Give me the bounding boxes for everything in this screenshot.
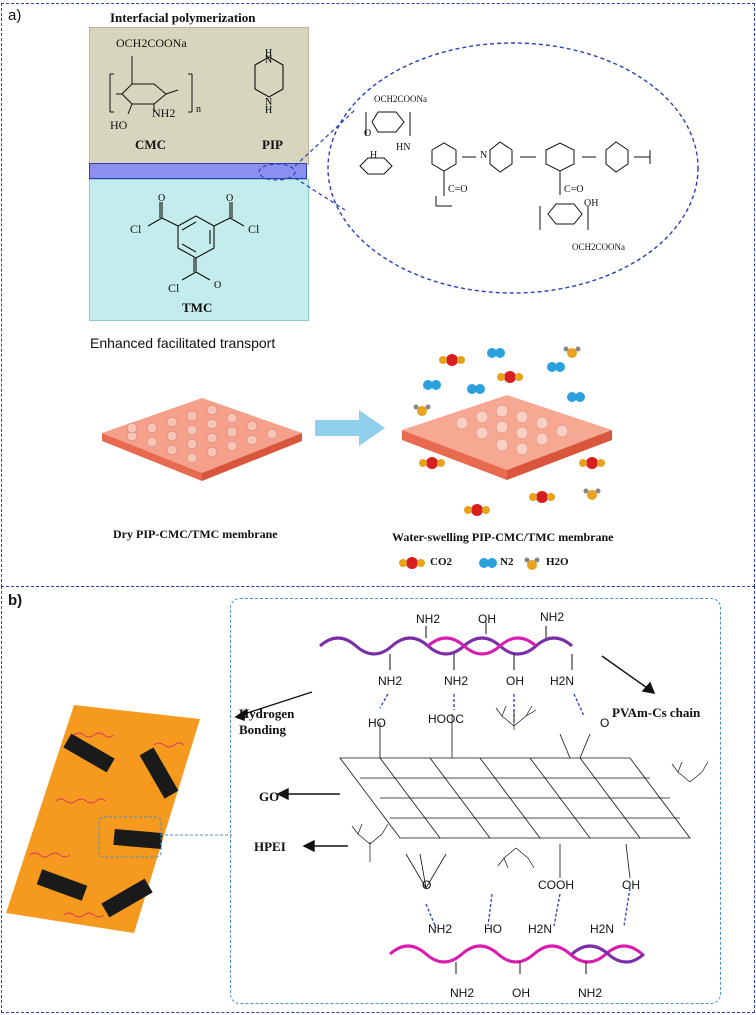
zoom-oh: OH: [584, 198, 599, 209]
bottom-chain-group-1: NH2: [450, 986, 475, 1000]
tmc-cl-1: Cl: [130, 222, 142, 236]
zoom-n: N: [480, 150, 488, 161]
zoom-h: H: [370, 150, 378, 161]
top-bonded-3: OH: [506, 674, 524, 688]
top-group-3: NH2: [540, 610, 565, 624]
inset-diagram: [234, 622, 709, 974]
interface-layer: [89, 163, 307, 179]
legend-h2o: H2O: [546, 556, 569, 568]
svg-text:N: N: [265, 97, 272, 108]
top-bonded-4: H2N: [550, 674, 575, 688]
legend-icons: [399, 557, 540, 570]
svg-text:O: O: [226, 193, 233, 204]
zoom-bottom-substituent: OCH2COONa: [572, 242, 625, 252]
tmc-label: TMC: [182, 300, 213, 315]
svg-text:O: O: [214, 280, 221, 291]
aqueous-phase-box: [89, 27, 309, 165]
bottom-go-group-1: O: [422, 878, 432, 892]
panel-b-border: [1, 586, 755, 1013]
mid-group-3: O: [600, 716, 610, 730]
bottom-bonded-3: H2N: [528, 922, 553, 936]
zoom-top-substituent: OCH2COONa: [374, 94, 427, 104]
cmc-nh2: NH2: [152, 106, 176, 120]
hydrogen-bonding-label-1: Hydrogen: [239, 706, 295, 721]
panel-a-tag: a): [8, 7, 22, 24]
bottom-go-group-2: COOH: [538, 878, 574, 892]
wet-membrane: [402, 346, 612, 516]
cmc-label: CMC: [135, 137, 167, 152]
mid-group-1: HO: [368, 716, 386, 730]
dry-membrane-label: Dry PIP-CMC/TMC membrane: [113, 527, 278, 541]
hpei-label: HPEI: [254, 839, 286, 854]
cmc-substituent: OCH2COONa: [116, 36, 187, 50]
bottom-chain-group-3: NH2: [578, 986, 603, 1000]
zoom-c-eq-o-2: C=O: [564, 184, 584, 195]
transition-arrow: [315, 410, 385, 446]
orange-sheet: [6, 705, 200, 933]
organic-phase-box: [89, 179, 309, 321]
tmc-cl-2: Cl: [248, 222, 260, 236]
svg-text:N: N: [265, 55, 272, 66]
zoom-ellipse: [258, 42, 699, 294]
bottom-chain-group-2: OH: [512, 986, 530, 1000]
inset-box: [230, 598, 721, 1004]
cmc-ho: HO: [110, 118, 128, 132]
bottom-bonded-4: H2N: [590, 922, 615, 936]
bottom-bonded-2: HO: [484, 922, 502, 936]
cmc-n: n: [196, 104, 201, 115]
mid-group-2: HOOC: [428, 712, 464, 726]
pip-label: PIP: [262, 137, 283, 152]
top-bonded-1: NH2: [378, 674, 403, 688]
go-label: GO: [259, 789, 280, 804]
top-group-2: OH: [478, 612, 496, 626]
wet-membrane-label: Water-swelling PIP-CMC/TMC membrane: [392, 530, 614, 544]
zoom-o: O: [364, 128, 372, 139]
cmc-structure: [109, 56, 193, 115]
pip-structure: H N N H: [254, 48, 284, 116]
zoom-hn: HN: [396, 142, 411, 153]
top-group-1: NH2: [416, 612, 441, 626]
hydrogen-bonding-label-2: Bonding: [239, 722, 286, 737]
pvam-label: PVAm-Cs chain: [612, 705, 701, 720]
panel-b-tag: b): [8, 592, 23, 609]
svg-text:O: O: [158, 193, 165, 204]
svg-text:H: H: [265, 48, 272, 59]
inset-connector: [160, 834, 232, 836]
top-bonded-2: NH2: [444, 674, 469, 688]
transport-title: Enhanced facilitated transport: [90, 335, 276, 351]
svg-text:H: H: [265, 105, 272, 116]
ip-title: Interfacial polymerization: [110, 10, 256, 25]
bottom-go-group-3: OH: [622, 878, 640, 892]
tmc-structure: O O O: [147, 193, 245, 291]
bottom-bonded-1: NH2: [428, 922, 453, 936]
tmc-cl-3: Cl: [168, 281, 180, 295]
legend-n2: N2: [500, 556, 514, 568]
legend-co2: CO2: [430, 556, 452, 568]
dry-membrane: [102, 398, 302, 481]
zoom-c-eq-o-1: C=O: [448, 184, 468, 195]
